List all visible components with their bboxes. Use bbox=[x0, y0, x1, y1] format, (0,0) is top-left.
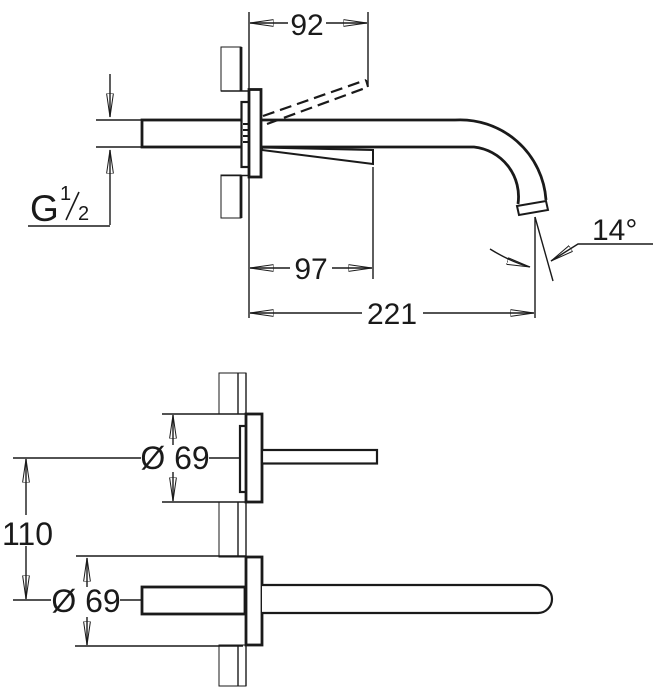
handle-unit bbox=[238, 412, 379, 504]
escutcheon-side bbox=[247, 88, 263, 179]
spout bbox=[261, 118, 550, 217]
spout-outlet-cap bbox=[515, 199, 550, 217]
handle-lever-bar bbox=[260, 448, 379, 465]
angle-tilted-line bbox=[534, 216, 554, 282]
spout-tube-plan bbox=[262, 583, 554, 615]
wall2-hatch-bottom bbox=[218, 644, 247, 687]
dimension-110: 110 bbox=[2, 457, 141, 601]
wall-hatch-lower bbox=[220, 174, 242, 219]
angle-annotation: 14° bbox=[489, 214, 653, 282]
thread-marks bbox=[243, 123, 248, 143]
lever-dashed-top bbox=[262, 78, 367, 118]
wall2-hatch-top bbox=[218, 372, 247, 415]
pipe-body bbox=[140, 118, 245, 149]
spout-inner-curve bbox=[261, 145, 520, 205]
thread-label-g: G bbox=[30, 188, 59, 229]
thread-fraction-slash bbox=[65, 191, 80, 221]
lever-dashed-end bbox=[365, 79, 369, 88]
dimension-dia69-bottom: Ø 69 bbox=[51, 555, 246, 647]
spout-inlet-pipe bbox=[140, 585, 247, 616]
spout-outer-curve bbox=[261, 118, 548, 201]
thread-label-denominator: 2 bbox=[78, 203, 89, 225]
thread-annotation: G 1 2 bbox=[28, 74, 110, 229]
dimension-92: 92 bbox=[250, 9, 367, 42]
lever-raised-dashed bbox=[262, 78, 369, 126]
thread-label-numerator: 1 bbox=[60, 183, 71, 205]
spout-unit bbox=[140, 555, 554, 647]
lever-dashed-bottom bbox=[266, 85, 369, 126]
dia69-bottom-label: Ø 69 bbox=[51, 583, 120, 619]
lever-solid bbox=[261, 146, 374, 166]
dim-110-label: 110 bbox=[2, 516, 53, 552]
dim-97-label: 97 bbox=[294, 253, 327, 286]
side-view: 92 bbox=[28, 9, 653, 331]
wall-section-2 bbox=[218, 372, 247, 687]
angle-label: 14° bbox=[592, 214, 637, 247]
angle-arc-arrow bbox=[489, 248, 530, 268]
dim-92-label: 92 bbox=[290, 9, 323, 42]
inlet-pipe bbox=[96, 118, 245, 149]
spout-escutcheon bbox=[244, 555, 264, 647]
dimension-221: 221 bbox=[250, 298, 534, 331]
angle-leader bbox=[550, 243, 653, 262]
dia69-top-label: Ø 69 bbox=[140, 440, 209, 476]
wall2-hatch-middle bbox=[218, 501, 247, 558]
dim-221-label: 221 bbox=[367, 298, 417, 331]
dimension-97: 97 bbox=[250, 253, 372, 286]
handle-escutcheon bbox=[244, 412, 264, 504]
wall-section bbox=[220, 46, 249, 219]
front-view: Ø 69 110 bbox=[2, 372, 554, 687]
wall-hatch-upper bbox=[220, 46, 242, 92]
dimension-dia69-top: Ø 69 bbox=[140, 413, 246, 503]
